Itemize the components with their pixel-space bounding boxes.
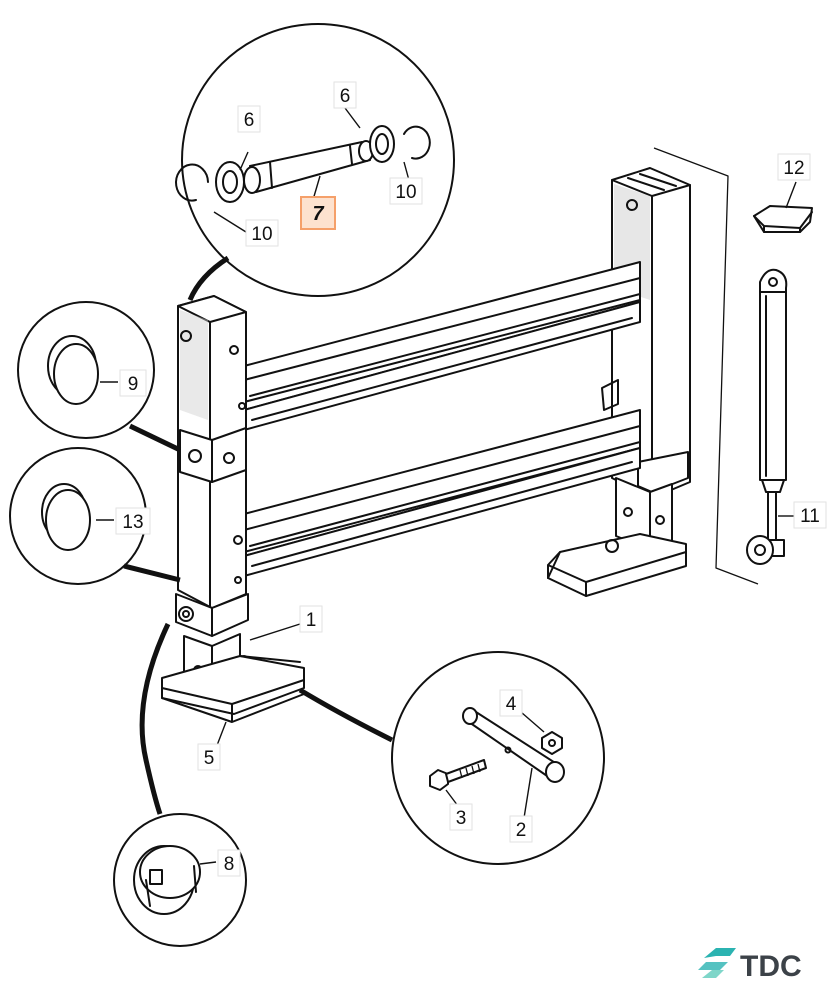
callout-2: 2 [516,820,527,841]
callout-7: 7 [312,203,324,225]
detail-plug-8 [113,622,247,947]
callout-6-left: 6 [244,110,255,131]
callout-labels: 6 6 7 10 10 12 11 1 5 9 13 4 3 2 8 [115,81,827,877]
callout-11: 11 [800,506,820,527]
detail-bolt-pin [298,651,605,865]
callout-7-highlight [300,196,336,230]
frame-assembly [161,147,813,723]
callout-6-right: 6 [340,86,351,107]
logo-text: TDC [740,950,802,983]
callout-13: 13 [122,512,143,533]
end-cap [753,205,813,233]
tdc-swirl-logo-icon [698,948,736,978]
callout-3: 3 [456,808,467,829]
callout-10-right: 10 [395,182,416,203]
gas-strut [746,268,788,565]
callout-1: 1 [306,610,317,631]
callout-10-left: 10 [251,224,272,245]
callout-9: 9 [128,374,139,395]
detail-plug-9 [17,301,182,453]
detail-pin-assembly [175,23,455,302]
detail-plug-13 [9,447,181,585]
callout-12: 12 [783,158,804,179]
tdc-logo: TDC [698,948,802,983]
callout-5: 5 [204,748,215,769]
callout-4: 4 [506,694,517,715]
callout-8: 8 [224,854,235,875]
